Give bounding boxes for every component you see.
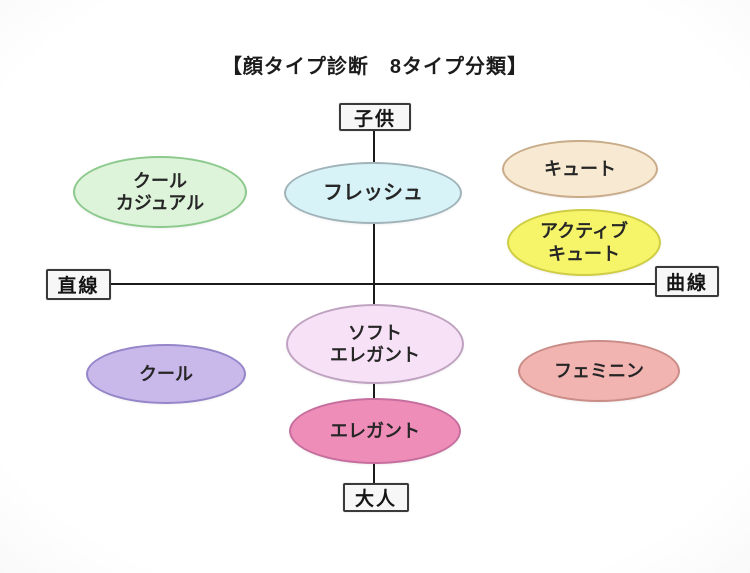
type-ellipse-cute: キュート bbox=[502, 140, 658, 198]
type-ellipse-soft-elegant: ソフト エレガント bbox=[286, 304, 464, 384]
type-ellipse-fresh: フレッシュ bbox=[284, 162, 462, 224]
type-ellipse-active-cute: アクティブ キュート bbox=[507, 209, 661, 276]
type-ellipse-elegant: エレガント bbox=[289, 398, 461, 464]
axis-label-curve: 曲線 bbox=[655, 266, 719, 297]
diagram-title: 【顔タイプ診断 8タイプ分類】 bbox=[221, 56, 529, 78]
type-ellipse-cool-casual: クール カジュアル bbox=[73, 156, 247, 228]
axis-label-adult: 大人 bbox=[343, 483, 409, 512]
axis-label-straight: 直線 bbox=[46, 269, 111, 300]
horizontal-axis-line bbox=[111, 283, 655, 285]
axis-label-child: 子供 bbox=[339, 103, 411, 131]
type-ellipse-cool: クール bbox=[86, 344, 246, 404]
type-ellipse-feminine: フェミニン bbox=[518, 340, 680, 402]
